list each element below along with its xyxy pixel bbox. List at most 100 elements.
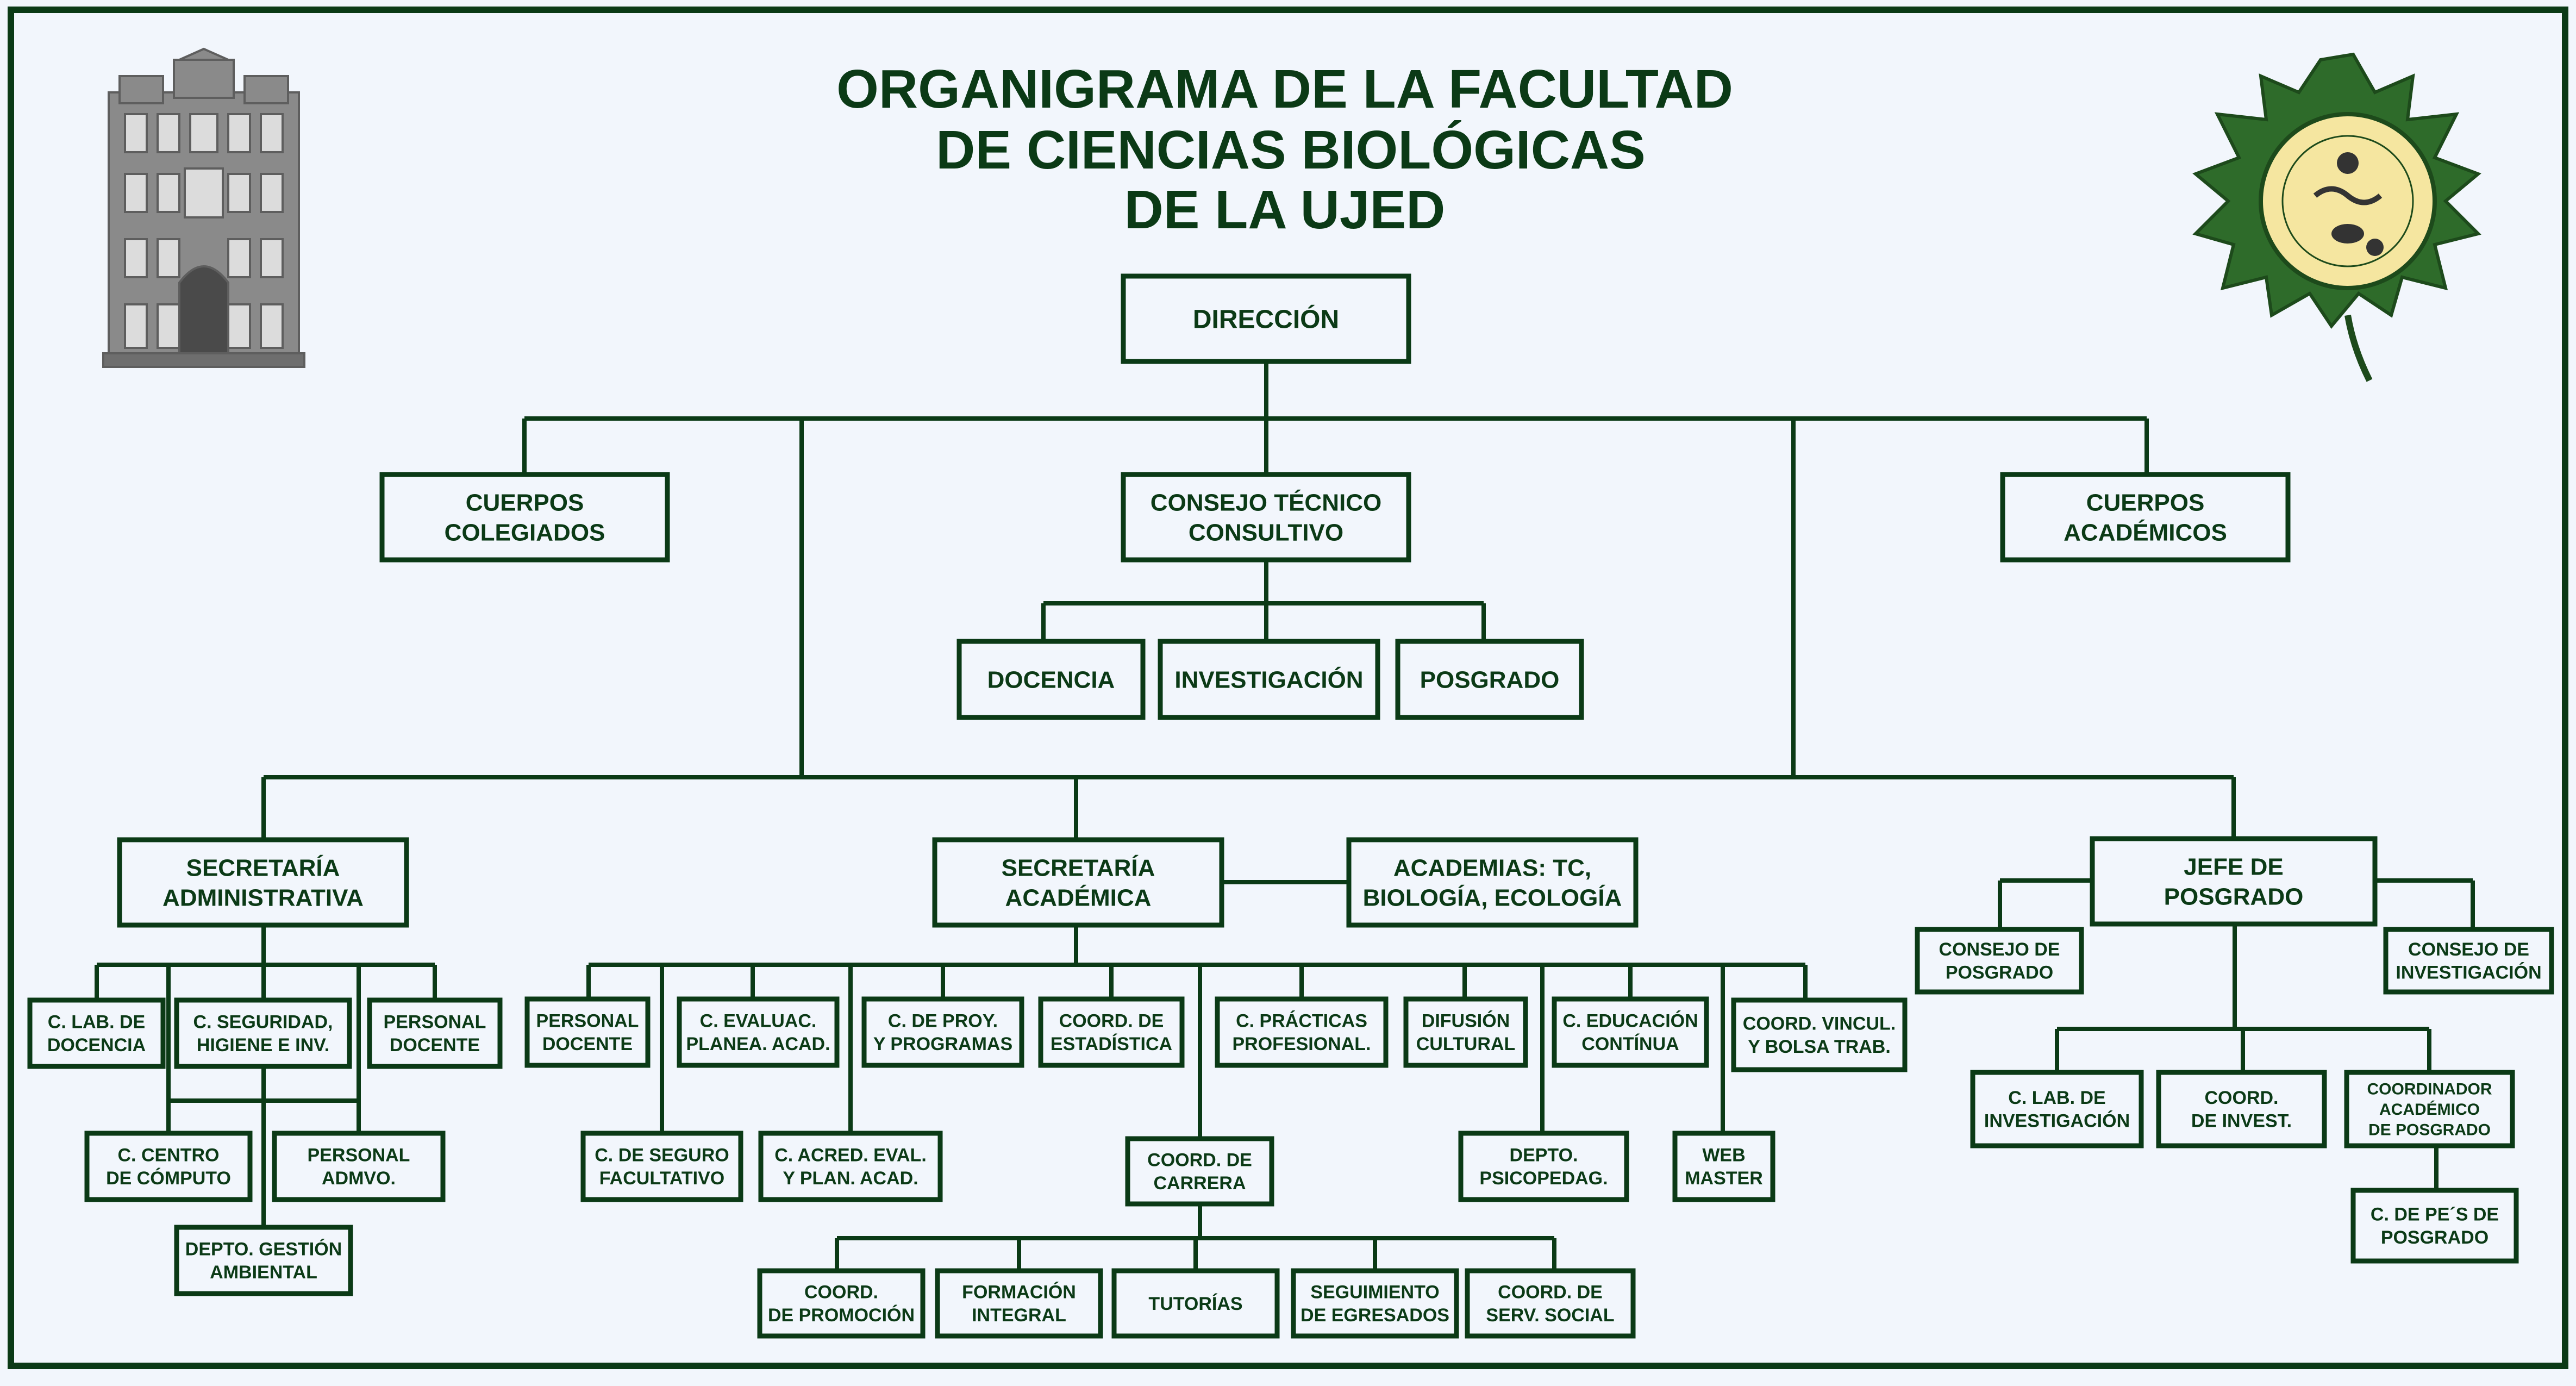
org-node-label: PERSONAL bbox=[308, 1145, 410, 1166]
org-node-box bbox=[1346, 837, 1639, 928]
org-node-label: DE EGRESADOS bbox=[1300, 1305, 1449, 1326]
org-node-label: ADMVO. bbox=[322, 1168, 396, 1189]
org-node-label: MASTER bbox=[1685, 1168, 1763, 1189]
org-node-label: PLANEA. ACAD. bbox=[686, 1034, 830, 1054]
org-node-label: JEFE DE bbox=[2184, 853, 2283, 880]
org-node-label: C. EDUCACIÓN bbox=[1562, 1011, 1698, 1032]
org-node-label: C. CENTRO bbox=[118, 1145, 220, 1166]
org-node-label: COLEGIADOS bbox=[445, 519, 605, 546]
title-line-1: ORGANIGRAMA DE LA FACULTAD bbox=[836, 59, 1733, 120]
org-node-label: ACADÉMICOS bbox=[2064, 519, 2227, 546]
org-node-jefe-posgrado: JEFE DE POSGRADO bbox=[2090, 836, 2378, 927]
org-node-box bbox=[1125, 1136, 1274, 1207]
org-node-box bbox=[2344, 1070, 2515, 1148]
org-node-label: PERSONAL bbox=[384, 1012, 486, 1033]
org-node-c-proy: C. DE PROY.Y PROGRAMAS bbox=[861, 996, 1024, 1068]
org-node-label: CUERPOS bbox=[2086, 489, 2205, 516]
leaf-seal-icon bbox=[2192, 52, 2481, 382]
org-node-box bbox=[1465, 1268, 1636, 1339]
org-node-box bbox=[174, 997, 352, 1069]
org-node-box bbox=[1121, 273, 1411, 364]
org-node-box bbox=[1215, 996, 1389, 1068]
org-node-label: ESTADÍSTICA bbox=[1051, 1034, 1172, 1054]
org-node-box bbox=[2000, 472, 2291, 563]
org-node-label: COORD. DE bbox=[1059, 1011, 1164, 1032]
org-node-box bbox=[524, 996, 651, 1068]
org-node-box bbox=[272, 1131, 446, 1202]
org-node-consejo-posgrado: CONSEJO DE POSGRADO bbox=[1915, 927, 2084, 995]
org-node-label: COORD. bbox=[2205, 1088, 2279, 1108]
org-node-label: DEPTO. bbox=[1510, 1145, 1578, 1166]
building-facade-icon bbox=[102, 47, 305, 368]
org-node-investigacion: INVESTIGACIÓN bbox=[1158, 639, 1380, 720]
org-node-box bbox=[27, 997, 166, 1069]
org-node-label: C. DE PE´S DE bbox=[2371, 1204, 2499, 1225]
org-node-label: ACADEMIAS: TC, bbox=[1393, 854, 1591, 881]
org-node-label: C. ACRED. EVAL. bbox=[774, 1145, 927, 1166]
org-node-c-acred: C. ACRED. EVAL.Y PLAN. ACAD. bbox=[758, 1131, 943, 1202]
org-node-label: Y BOLSA TRAB. bbox=[1748, 1037, 1891, 1057]
chart-frame bbox=[8, 7, 2568, 1369]
org-node-label: Y PROGRAMAS bbox=[873, 1034, 1012, 1054]
org-node-box bbox=[1038, 996, 1185, 1068]
org-node-label: C. LAB. DE bbox=[48, 1012, 145, 1033]
org-node-box bbox=[84, 1131, 253, 1202]
org-node-label: COORDINADOR bbox=[2367, 1081, 2492, 1098]
org-node-label: SECRETARÍA bbox=[1002, 854, 1155, 881]
org-node-coord-vincul: COORD. VINCUL. Y BOLSA TRAB. bbox=[1731, 997, 1908, 1072]
org-node-label: HIGIENE E INV. bbox=[197, 1035, 329, 1056]
org-node-box bbox=[2350, 1188, 2519, 1264]
org-node-label: POSGRADO bbox=[1946, 963, 2053, 983]
org-node-label: DE PROMOCIÓN bbox=[768, 1305, 915, 1326]
org-node-label: COORD. VINCUL. bbox=[1743, 1014, 1896, 1034]
org-node-c-seguridad: C. SEGURIDAD,HIGIENE E INV. bbox=[174, 997, 352, 1069]
org-node-label: C. LAB. DE bbox=[2008, 1088, 2105, 1108]
org-node-label: CONSEJO DE bbox=[1939, 939, 2060, 960]
org-node-label: CONSEJO TÉCNICO bbox=[1151, 489, 1381, 516]
org-node-box bbox=[757, 1268, 926, 1339]
org-node-academias: ACADEMIAS: TC, BIOLOGÍA, ECOLOGÍA bbox=[1346, 837, 1639, 928]
org-node-label: ACADÉMICA bbox=[1005, 884, 1152, 911]
org-node-label: C. SEGURIDAD, bbox=[193, 1012, 333, 1033]
org-node-c-evaluac: C. EVALUAC.PLANEA. ACAD. bbox=[677, 996, 840, 1068]
org-node-box bbox=[1121, 472, 1411, 563]
org-node-box bbox=[935, 1268, 1103, 1339]
org-node-box bbox=[117, 837, 409, 928]
org-node-label: INVESTIGACIÓN bbox=[1984, 1111, 2130, 1132]
connectors bbox=[95, 361, 2475, 1271]
org-node-label: C. DE SEGURO bbox=[595, 1145, 729, 1166]
org-node-box bbox=[1552, 996, 1709, 1068]
org-node-box bbox=[1111, 1268, 1280, 1339]
org-node-label: COORD. DE bbox=[1147, 1150, 1252, 1171]
org-node-box bbox=[677, 996, 840, 1068]
org-node-label: DE POSGRADO bbox=[2368, 1121, 2491, 1139]
org-node-label: DIFUSIÓN bbox=[1422, 1011, 1510, 1032]
org-node-c-lab-investigacion: C. LAB. DE INVESTIGACIÓN bbox=[1970, 1070, 2144, 1148]
org-node-box bbox=[1915, 927, 2084, 995]
org-node-label: C. PRÁCTICAS bbox=[1236, 1011, 1367, 1032]
org-node-label: DE INVEST. bbox=[2191, 1111, 2292, 1132]
org-node-label: POSGRADO bbox=[1420, 666, 1560, 693]
org-node-box bbox=[861, 996, 1024, 1068]
org-node-label: POSGRADO bbox=[2164, 883, 2304, 910]
org-node-depto-psicopedag: DEPTO.PSICOPEDAG. bbox=[1458, 1131, 1629, 1202]
org-node-label: DOCENCIA bbox=[987, 666, 1115, 693]
org-node-sec-acad: SECRETARÍA ACADÉMICA bbox=[932, 837, 1224, 928]
org-node-label: BIOLOGÍA, ECOLOGÍA bbox=[1363, 884, 1622, 911]
org-node-box bbox=[1458, 1131, 1629, 1202]
